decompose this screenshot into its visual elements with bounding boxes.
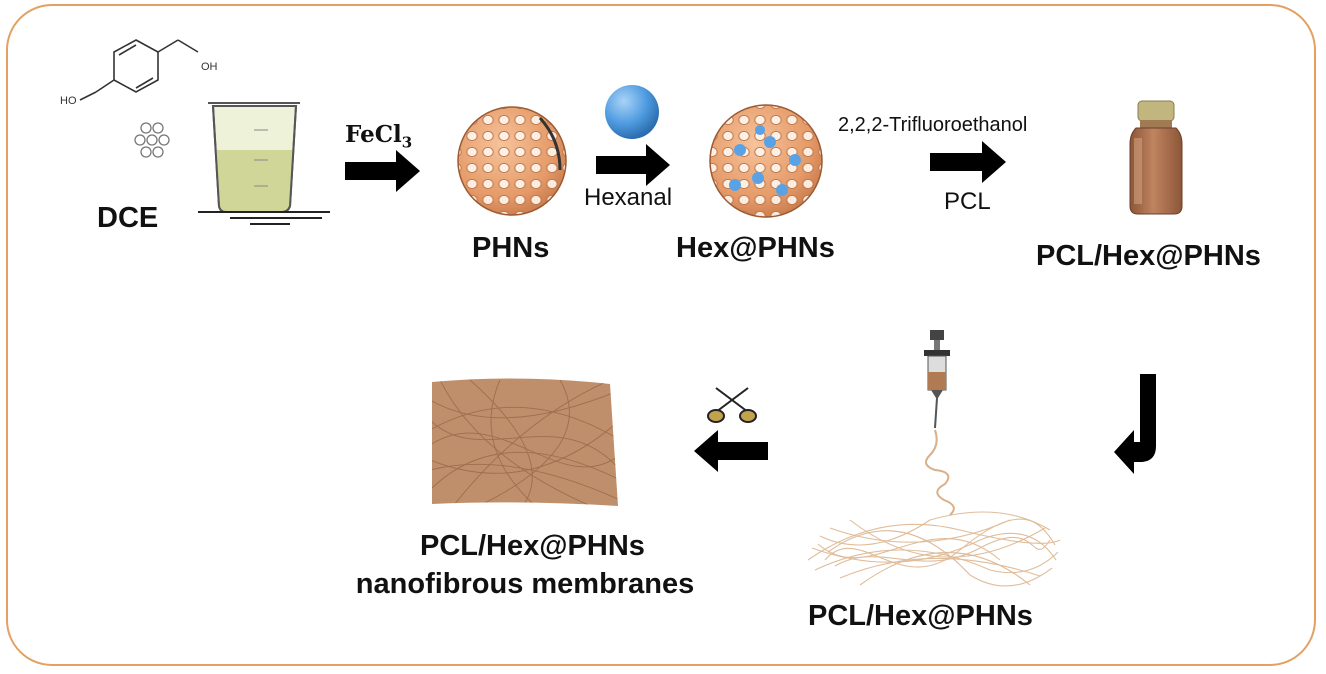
label-dce: DCE <box>97 202 159 234</box>
fiber-jet <box>925 429 955 516</box>
label-hexanal: Hexanal <box>584 184 673 211</box>
oh-top-label: OH <box>201 61 218 73</box>
label-tfe: 2,2,2-Trifluoroethanol <box>838 114 1028 136</box>
phns-sphere-icon <box>457 106 567 216</box>
arrow-down-left <box>1114 374 1156 474</box>
hexanal-ball-icon <box>605 85 659 139</box>
arrow-hexanal <box>596 144 670 186</box>
label-membrane-line2: nanofibrous membranes <box>355 568 695 600</box>
syringe-icon <box>924 330 950 429</box>
oh-left-label: HO <box>60 95 77 107</box>
molecule-structure <box>79 39 199 101</box>
bubble-cluster-icon <box>134 122 170 158</box>
beaker-icon <box>198 102 330 225</box>
arrow-tfe-pcl <box>930 141 1006 183</box>
label-membrane-line1: PCL/Hex@PHNs <box>420 530 645 562</box>
membrane-icon <box>432 378 618 506</box>
label-pcl-hex-phns-solution: PCL/Hex@PHNs <box>1036 240 1261 272</box>
label-hex-phns: Hex@PHNs <box>676 232 835 264</box>
label-phns: PHNs <box>472 232 550 264</box>
label-pcl: PCL <box>944 188 991 215</box>
arrow-fecl3 <box>345 150 420 192</box>
diagram-frame <box>6 4 1316 666</box>
arrow-left <box>694 430 768 472</box>
label-fecl3: FeCl3 <box>345 121 413 152</box>
label-pcl-hex-phns-fibers: PCL/Hex@PHNs <box>808 600 1033 632</box>
hex-phns-sphere-icon <box>709 104 823 218</box>
scissors-icon <box>707 387 757 423</box>
fiber-mat-icon <box>807 511 1061 587</box>
vial-icon <box>1129 100 1183 215</box>
